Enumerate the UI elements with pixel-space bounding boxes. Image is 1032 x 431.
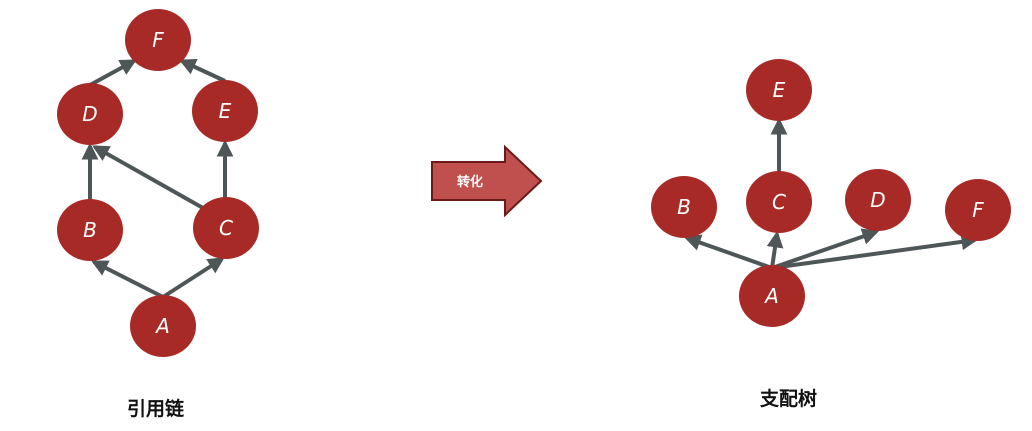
node-a: A [130, 295, 196, 357]
node-label: F [152, 28, 164, 52]
edge-d-to-f [89, 59, 137, 87]
node-label: C [772, 190, 786, 214]
node-f: F [945, 179, 1011, 241]
reference-chain-edges [81, 59, 234, 299]
transform-arrow-label: 转化 [457, 174, 483, 190]
dominator-tree-diagram: E B C D F A [651, 59, 1011, 327]
edge-c-to-d [92, 145, 204, 210]
node-label: E [773, 78, 786, 102]
edge-a-to-f [771, 233, 979, 270]
node-a: A [739, 265, 805, 327]
dominator-tree-edges [683, 117, 979, 270]
node-d: D [845, 169, 911, 231]
edge-a-to-d [771, 228, 880, 270]
block-arrow-icon [431, 144, 543, 218]
reference-chain-caption: 引用链 [127, 398, 185, 420]
node-c: C [193, 197, 259, 259]
transform-arrow: 转化 [431, 144, 543, 218]
node-label: B [83, 218, 97, 242]
node-label: B [677, 195, 691, 219]
node-label: F [972, 198, 984, 222]
node-e: E [192, 80, 258, 142]
node-f: F [125, 9, 191, 71]
node-e: E [746, 59, 812, 121]
node-c: C [746, 171, 812, 233]
node-b: B [57, 199, 123, 261]
edge-a-to-c [161, 257, 225, 299]
edge-a-to-b [683, 234, 773, 270]
node-d: D [57, 83, 123, 145]
dominator-tree-caption: 支配树 [760, 388, 818, 410]
node-label: D [870, 188, 885, 212]
node-label: A [763, 284, 779, 308]
node-label: E [219, 99, 232, 123]
edge-a-to-c [766, 230, 784, 269]
node-label: D [82, 102, 97, 126]
node-label: A [154, 314, 170, 338]
node-label: C [219, 216, 233, 240]
node-b: B [651, 176, 717, 238]
edge-a-to-b [91, 260, 164, 299]
edge-e-to-f [178, 59, 226, 83]
reference-chain-diagram: F D E B C A [57, 9, 259, 357]
